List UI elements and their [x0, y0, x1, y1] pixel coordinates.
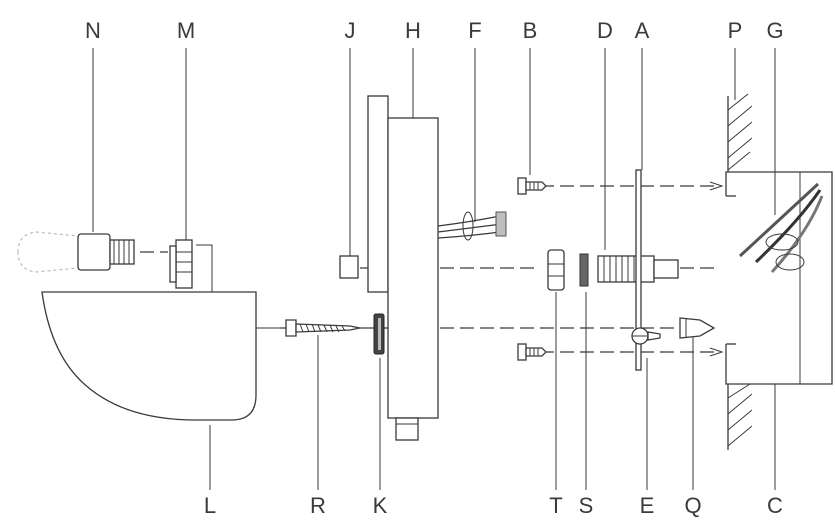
label-t: T	[549, 493, 562, 518]
glass-shade	[41, 291, 257, 421]
label-k: K	[373, 493, 388, 518]
junction-box	[725, 171, 833, 385]
lamp-holder	[169, 239, 193, 289]
label-j: J	[345, 18, 356, 43]
leader-lines	[92, 48, 776, 490]
label-g: G	[766, 18, 783, 43]
screw-lower	[517, 343, 547, 361]
label-s: S	[579, 493, 594, 518]
label-b: B	[523, 18, 538, 43]
halogen-bulb	[17, 231, 135, 273]
wall-hatching	[727, 93, 753, 450]
label-p: P	[728, 18, 743, 43]
label-m: M	[177, 18, 195, 43]
supply-cable	[738, 182, 824, 274]
mounting-plate	[635, 169, 642, 371]
label-r: R	[310, 493, 326, 518]
ground-screw-e	[631, 327, 661, 345]
wires	[437, 211, 507, 241]
nut-t	[547, 249, 565, 291]
label-f: F	[468, 18, 481, 43]
threaded-nipple	[597, 255, 679, 283]
label-h: H	[405, 18, 421, 43]
washer-s	[579, 253, 589, 287]
label-e: E	[640, 493, 655, 518]
label-a: A	[635, 18, 650, 43]
label-l: L	[204, 493, 216, 518]
spacer-j	[339, 255, 359, 279]
label-q: Q	[684, 493, 701, 518]
screw-b	[517, 177, 547, 195]
fixture-housing	[367, 95, 439, 441]
wall-anchor-q	[679, 317, 716, 339]
label-c: C	[767, 493, 783, 518]
label-n: N	[85, 18, 101, 43]
label-d: D	[597, 18, 613, 43]
long-screw	[285, 319, 361, 337]
washer-k	[373, 313, 385, 355]
